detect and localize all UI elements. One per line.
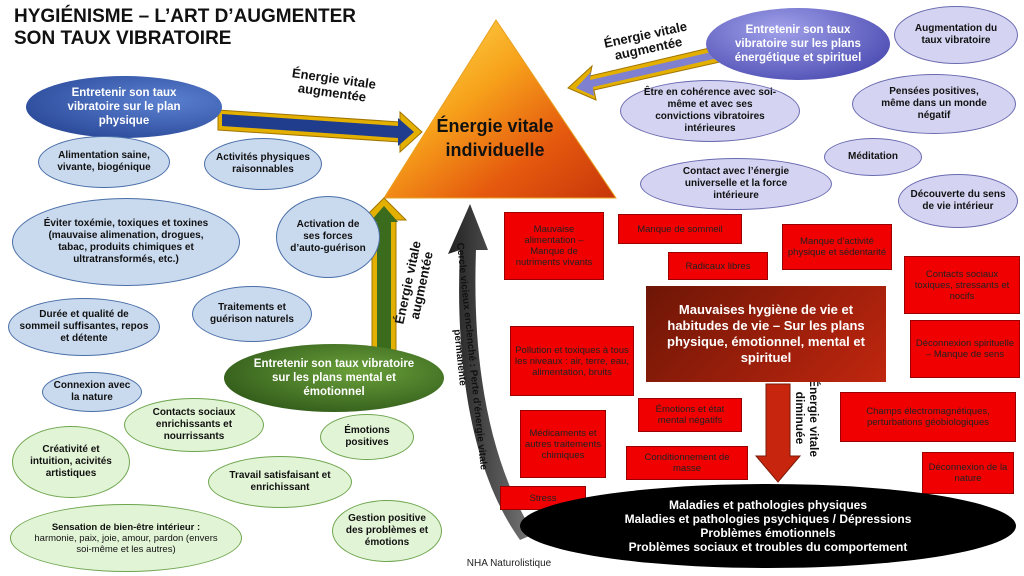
energetique-item-meditation: Méditation bbox=[824, 138, 922, 176]
bad-item-radicaux: Radicaux libres bbox=[668, 252, 768, 280]
ellipse-physique: Entretenir son taux vibratoire sur le pl… bbox=[26, 76, 222, 138]
maladies-line-2: Maladies et pathologies psychiques / Dép… bbox=[624, 512, 912, 526]
bad-item-activite: Manque d’activité physique et sédentarit… bbox=[782, 224, 892, 270]
energetique-item-contact: Contact avec l’énergie universelle et la… bbox=[640, 158, 832, 210]
physique-item-activites: Activités physiques raisonnables bbox=[204, 138, 322, 190]
maladies-line-1: Maladies et pathologies physiques bbox=[668, 498, 868, 512]
wellbeing-head: Sensation de bien-être intérieur : bbox=[51, 521, 201, 533]
mental-item-contacts: Contacts sociaux enrichissants et nourri… bbox=[124, 398, 264, 452]
bad-item-champs: Champs électromagnétiques, perturbations… bbox=[840, 392, 1016, 442]
arrow-vicious-circle bbox=[448, 204, 534, 540]
energetique-item-sens: Découverte du sens de vie intérieur bbox=[898, 174, 1018, 228]
bad-center-box: Mauvaises hygiène de vie et habitudes de… bbox=[646, 286, 886, 382]
physique-item-alimentation: Alimentation saine, vivante, biogénique bbox=[38, 136, 170, 188]
page-title: HYGIÉNISME – L’ART D’AUGMENTER SON TAUX … bbox=[14, 6, 356, 50]
pyramid-label: Énergie vitale individuelle bbox=[436, 116, 554, 160]
wellbeing-body: harmonie, paix, joie, amour, pardon (env… bbox=[34, 532, 218, 555]
pyramid-shape bbox=[383, 19, 617, 199]
title-line-1: HYGIÉNISME – L’ART D’AUGMENTER bbox=[14, 6, 357, 27]
bad-item-alimentation: Mauvaise alimentation – Manque de nutrim… bbox=[504, 212, 604, 280]
bad-item-emotions: Émotions et état mental négatifs bbox=[638, 398, 742, 432]
energetique-item-coherence: Être en cohérence avec soi-même et avec … bbox=[620, 80, 800, 142]
ellipse-energetique: Entretenir son taux vibratoire sur les p… bbox=[706, 8, 890, 80]
maladies-line-4: Problèmes sociaux et troubles du comport… bbox=[628, 540, 908, 554]
bad-item-deconnexion-spirituelle: Déconnexion spirituelle – Manque de sens bbox=[910, 320, 1020, 378]
mental-item-emotions: Émotions positives bbox=[320, 414, 414, 460]
bad-item-nature: Déconnexion de la nature bbox=[922, 452, 1014, 494]
arrow-physique-to-pyramid bbox=[217, 109, 423, 154]
maladies-ellipse: Maladies et pathologies physiques Maladi… bbox=[520, 484, 1016, 568]
arrow-down-maladies bbox=[754, 383, 802, 483]
bad-item-pollution: Pollution et toxiques à tous les niveaux… bbox=[510, 326, 634, 396]
energetique-item-augmentation: Augmentation du taux vibratoire bbox=[894, 6, 1018, 64]
physique-item-traitements: Traitements et guérison naturels bbox=[192, 286, 312, 342]
mental-item-gestion: Gestion positive des problèmes et émotio… bbox=[332, 500, 442, 562]
mental-item-travail: Travail satisfaisant et enrichissant bbox=[208, 456, 352, 508]
physique-item-toxemie: Éviter toxémie, toxiques et toxines (mau… bbox=[12, 198, 240, 286]
physique-item-autoguerison: Activation de ses forces d’auto-guérison bbox=[276, 196, 380, 278]
bad-item-sommeil: Manque de sommeil bbox=[618, 214, 742, 244]
title-line-2: SON TAUX VIBRATOIRE bbox=[14, 28, 232, 49]
bad-item-medicaments: Médicaments et autres traitements chimiq… bbox=[520, 410, 606, 478]
wellbeing-ellipse: Sensation de bien-être intérieur : harmo… bbox=[10, 504, 242, 572]
mental-item-creativite: Créativité et intuition, acivités artist… bbox=[12, 426, 130, 498]
physique-item-nature: Connexion avec la nature bbox=[42, 372, 142, 412]
energetique-item-pensees: Pensées positives, même dans un monde né… bbox=[852, 74, 1016, 134]
physique-item-sommeil: Durée et qualité de sommeil suffisantes,… bbox=[8, 298, 160, 356]
ellipse-mental: Entretenir son taux vibratoire sur les p… bbox=[224, 344, 444, 412]
maladies-line-3: Problèmes émotionnels bbox=[700, 526, 836, 540]
footer-credit: NHA Naturolistique bbox=[466, 558, 552, 569]
bad-item-conditionnement: Conditionnement de masse bbox=[626, 446, 748, 480]
bad-item-contacts: Contacts sociaux toxiques, stressants et… bbox=[904, 256, 1020, 314]
arrow-energetique-to-pyramid bbox=[567, 45, 721, 101]
